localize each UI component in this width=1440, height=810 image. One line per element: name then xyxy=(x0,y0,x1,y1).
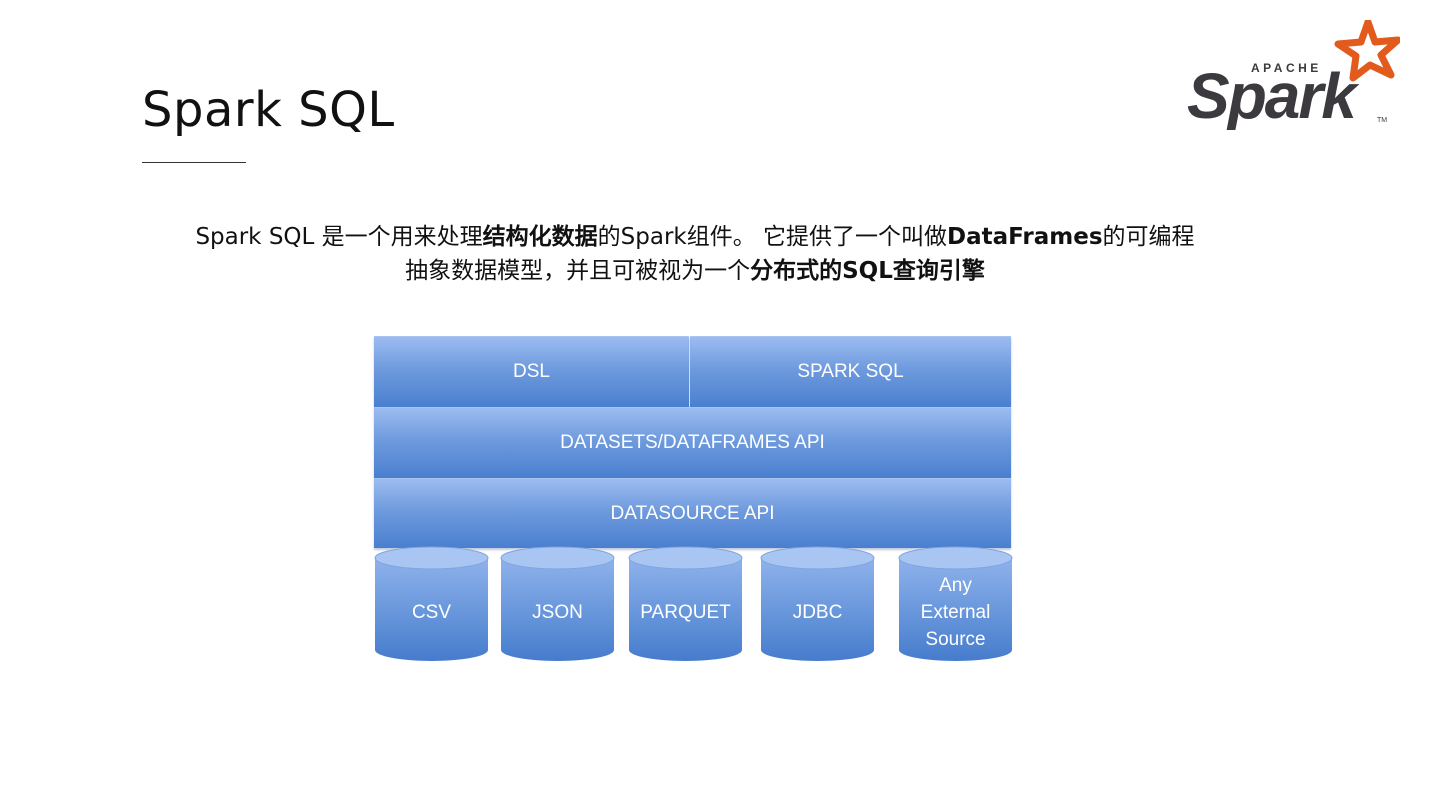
description-line-1-run-1: 结构化数据 xyxy=(482,224,598,250)
data-source-label: PARQUET xyxy=(640,601,731,623)
slide-title: Spark SQL xyxy=(142,82,395,138)
description-line-2: 抽象数据模型，并且可被视为一个分布式的SQL查询引擎 xyxy=(120,254,1270,288)
title-underline xyxy=(142,162,246,163)
data-source-label: Any External Source xyxy=(920,574,991,650)
spark-star-icon xyxy=(1334,18,1402,82)
apache-spark-logo: APACHE Spark TM xyxy=(1185,18,1402,132)
svg-text:Spark: Spark xyxy=(1187,60,1360,130)
data-source-json: JSON xyxy=(500,546,615,664)
svg-text:TM: TM xyxy=(1377,117,1387,124)
data-source-parquet: PARQUET xyxy=(628,546,743,664)
layer-dsl: DSL xyxy=(374,336,689,407)
layer-spark-sql: SPARK SQL xyxy=(690,336,1011,407)
data-source-any: Any External Source xyxy=(898,546,1013,664)
description-line-1-run-4: 的可编程 xyxy=(1102,224,1195,250)
description: Spark SQL 是一个用来处理结构化数据的Spark组件。 它提供了一个叫做… xyxy=(120,220,1270,288)
description-line-2-run-0: 抽象数据模型，并且可被视为一个 xyxy=(405,258,751,284)
description-line-1-run-2: 的Spark组件。 它提供了一个叫做 xyxy=(597,224,948,250)
data-source-csv: CSV xyxy=(374,546,489,664)
description-line-2-run-1: 分布式的SQL查询引擎 xyxy=(750,258,985,284)
data-source-label: JDBC xyxy=(792,601,843,623)
layer-datasets-dataframes-api: DATASETS/DATAFRAMES API xyxy=(374,407,1011,478)
description-line-1-run-3: DataFrames xyxy=(947,224,1103,250)
data-source-label: CSV xyxy=(411,601,452,623)
data-source-label: JSON xyxy=(532,601,583,623)
data-source-jdbc: JDBC xyxy=(760,546,875,664)
layer-datasource-api: DATASOURCE API xyxy=(374,478,1011,548)
description-line-1: Spark SQL 是一个用来处理结构化数据的Spark组件。 它提供了一个叫做… xyxy=(120,220,1270,254)
description-line-1-run-0: Spark SQL 是一个用来处理 xyxy=(195,224,483,250)
svg-text:APACHE: APACHE xyxy=(1251,61,1322,75)
